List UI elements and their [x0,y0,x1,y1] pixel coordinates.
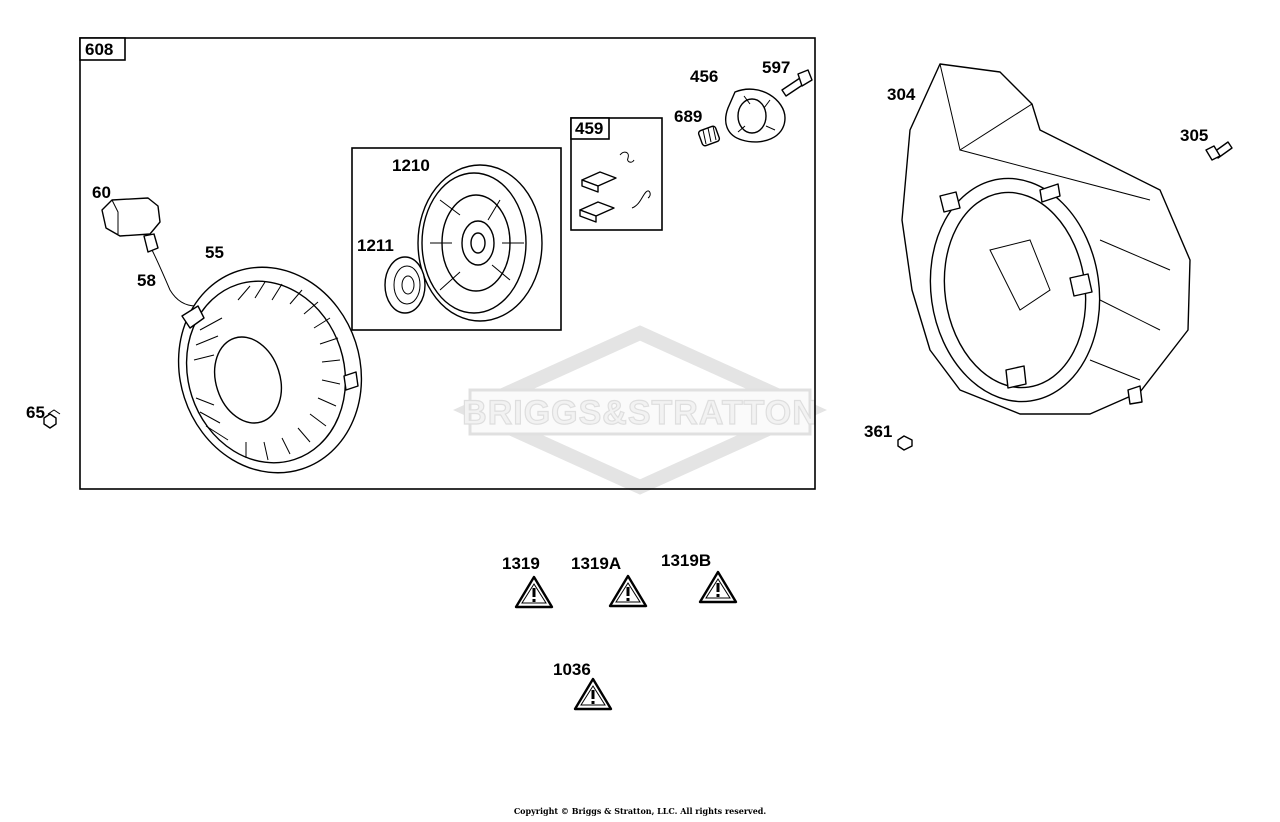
label-361: 361 [864,422,892,441]
warning-1319-icon[interactable] [514,575,554,609]
pawl-kit-contents[interactable] [579,151,651,223]
blower-housing-part[interactable] [901,63,1191,415]
label-597: 597 [762,58,790,77]
warning-1036-icon[interactable] [573,677,613,711]
label-58: 58 [137,271,156,290]
label-1319: 1319 [502,554,540,573]
starter-cup-part[interactable] [724,88,786,143]
label-689: 689 [674,107,702,126]
label-304: 304 [887,85,916,104]
kit-459-label: 459 [575,119,603,138]
recoil-spring-part[interactable] [384,256,426,314]
screw-65-part[interactable] [43,409,61,429]
kit-608-box[interactable]: 608 [79,37,816,490]
pulley-part[interactable] [417,164,543,322]
warning-1319a-icon[interactable] [608,574,648,608]
bolt-305-part[interactable] [1205,141,1233,161]
recoil-starter-housing-part[interactable] [152,243,387,496]
compression-spring-part[interactable] [697,125,721,147]
bolt-597-part[interactable] [781,69,813,97]
label-1319a: 1319A [571,554,621,573]
label-65: 65 [26,403,45,422]
label-456: 456 [690,67,718,86]
label-55: 55 [205,243,224,262]
kit-459-box[interactable]: 459 [570,117,663,231]
screw-361-part[interactable] [897,435,913,451]
label-1319b: 1319B [661,551,711,570]
warning-1319b-icon[interactable] [698,570,738,604]
pulley-sub-box [351,147,562,331]
label-1036: 1036 [553,660,591,679]
briggs-stratton-watermark: BRIGGS&STRATTON [453,325,827,495]
watermark-text: BRIGGS&STRATTON [462,394,818,432]
label-1211: 1211 [357,236,394,255]
label-60: 60 [92,183,111,202]
label-305: 305 [1180,126,1208,145]
kit-608-label: 608 [85,40,113,59]
copyright-notice: Copyright © Briggs & Stratton, LLC. All … [513,806,767,816]
label-1210: 1210 [392,156,430,175]
starter-handle-part[interactable] [101,197,197,307]
